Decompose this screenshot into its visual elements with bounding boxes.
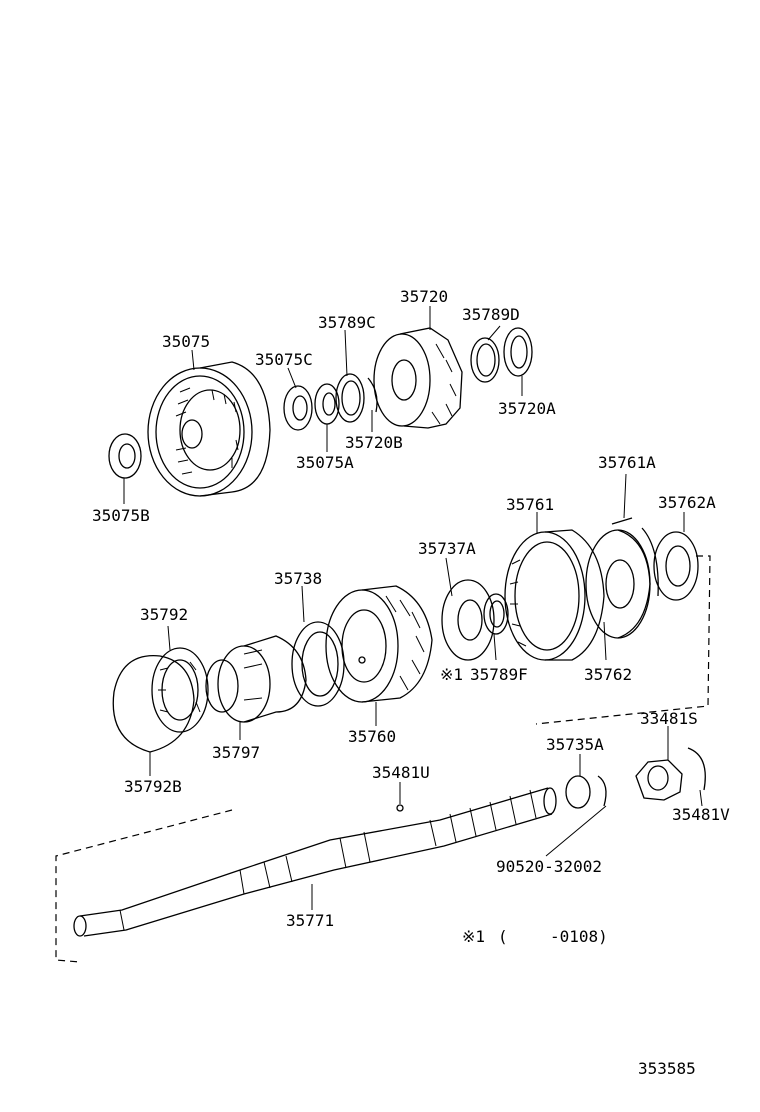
- thrust-plate-35737A: [441, 579, 495, 661]
- bearing-race-35789D: [470, 337, 500, 383]
- label-35075B: 35075B: [92, 506, 150, 525]
- snap-ring-35720B: [367, 377, 378, 413]
- label-35481V: 35481V: [672, 805, 730, 824]
- middle-leader-lines: [149, 473, 685, 776]
- label-35792: 35792: [140, 605, 188, 624]
- footnote-range: -0108): [550, 927, 608, 946]
- label-35789D: 35789D: [462, 305, 520, 324]
- label-35789F-mark: ※1: [440, 665, 463, 684]
- output-shaft-35771: [73, 787, 557, 937]
- bearing-race-35789C: [335, 373, 365, 423]
- top-leader-lines: [123, 306, 523, 504]
- footnote-mark: ※1: [462, 927, 485, 946]
- label-35075: 35075: [162, 332, 210, 351]
- sleeve-35797: [205, 635, 307, 723]
- seal-ring-35735A: [565, 775, 591, 809]
- label-35720B: 35720B: [345, 433, 403, 452]
- label-33481S: 33481S: [640, 709, 698, 728]
- label-90520-32002: 90520-32002: [496, 857, 602, 876]
- label-35761: 35761: [506, 495, 554, 514]
- snap-ring-90520-32002: [597, 775, 607, 807]
- thrust-washer-35075B: [108, 433, 142, 479]
- bearing-race-35789F: [483, 593, 509, 635]
- label-35720A: 35720A: [498, 399, 556, 418]
- label-35481U: 35481U: [372, 763, 430, 782]
- label-35789C: 35789C: [318, 313, 376, 332]
- label-35762: 35762: [584, 665, 632, 684]
- label-35771: 35771: [286, 911, 334, 930]
- label-35792B: 35792B: [124, 777, 182, 796]
- label-35720: 35720: [400, 287, 448, 306]
- bearing-race-35738: [291, 621, 345, 707]
- diagram-id: 353585: [638, 1059, 696, 1078]
- label-35075A: 35075A: [296, 453, 354, 472]
- bottom-leader-lines: [311, 726, 703, 910]
- label-35737A: 35737A: [418, 539, 476, 558]
- label-35738: 35738: [274, 569, 322, 588]
- assembly-dashed-outline: [55, 555, 711, 963]
- bearing-35792: [151, 647, 209, 733]
- hub-35762: [585, 529, 651, 639]
- ring-gear-35761: [504, 529, 605, 661]
- snap-ring-35481V: [687, 747, 706, 791]
- bearing-35762A: [641, 527, 699, 601]
- bearing-35075A: [314, 383, 340, 425]
- label-35075C: 35075C: [255, 350, 313, 369]
- snap-ring-35761A: [611, 517, 633, 525]
- bearing-35720A: [503, 327, 533, 377]
- label-35761A: 35761A: [598, 453, 656, 472]
- label-35762A: 35762A: [658, 493, 716, 512]
- clutch-drum-35075: [147, 361, 271, 497]
- label-35797: 35797: [212, 743, 260, 762]
- thrust-washer-35075C: [283, 385, 313, 431]
- drive-gear-33481S: [635, 759, 683, 801]
- label-35760: 35760: [348, 727, 396, 746]
- label-35789F: 35789F: [470, 665, 528, 684]
- footnote-paren-open: (: [498, 927, 508, 946]
- label-35735A: 35735A: [546, 735, 604, 754]
- planetary-carrier-35720: [373, 327, 463, 429]
- sun-gear-35760: [325, 585, 433, 703]
- snap-ring-35792B: [112, 655, 195, 753]
